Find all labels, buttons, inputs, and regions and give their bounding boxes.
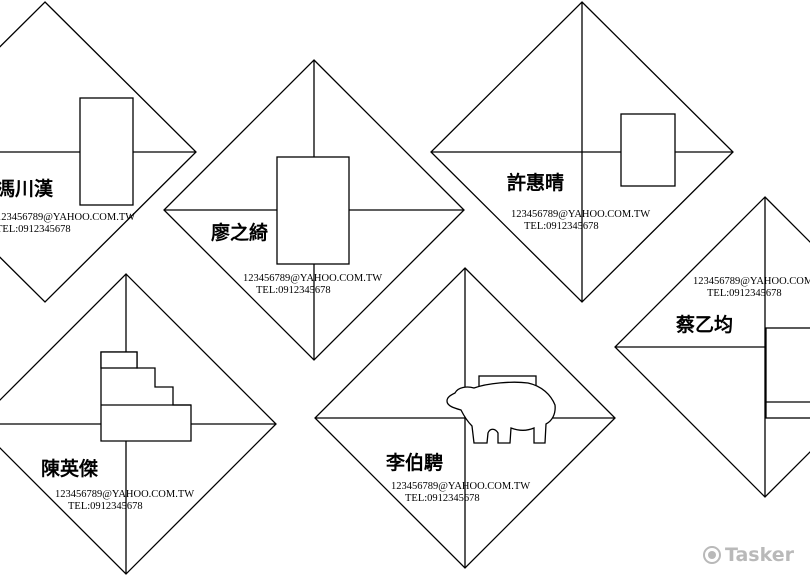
- watermark-text: Tasker: [724, 544, 794, 566]
- card-4-email: 123456789@YAHOO.COM.TW: [693, 276, 810, 287]
- card-5-diamond: [0, 273, 277, 575]
- watermark: Tasker: [702, 544, 794, 566]
- card-1-name: 馮川漢: [0, 177, 54, 200]
- card-1-email: 123456789@YAHOO.COM.TW: [0, 212, 135, 223]
- card-5-email: 123456789@YAHOO.COM.TW: [55, 489, 194, 500]
- card-3-tel: TEL:0912345678: [524, 221, 599, 232]
- card-2-tel: TEL:0912345678: [256, 285, 331, 296]
- card-3-email: 123456789@YAHOO.COM.TW: [511, 209, 650, 220]
- card-5-tel: TEL:0912345678: [68, 501, 143, 512]
- card-6-diamond: [314, 267, 616, 569]
- staircase-icon: [100, 351, 192, 442]
- card-6-email: 123456789@YAHOO.COM.TW: [391, 481, 530, 492]
- card-6-tel: TEL:0912345678: [405, 493, 480, 504]
- card-1-tel: TEL:0912345678: [0, 224, 71, 235]
- card-5-name: 陳英傑: [41, 457, 98, 480]
- card-4-name: 蔡乙均: [676, 313, 733, 336]
- card-4-diamond: [614, 196, 810, 498]
- tasker-logo-icon: [702, 546, 721, 564]
- bear-icon: [446, 375, 556, 444]
- card-2-name: 廖之綺: [211, 221, 268, 244]
- card-2-email: 123456789@YAHOO.COM.TW: [243, 273, 382, 284]
- card-3-name: 許惠晴: [507, 171, 564, 194]
- card-3-diamond: [430, 1, 734, 303]
- card-6-name: 李伯騁: [385, 451, 443, 474]
- card-1-diamond: [0, 1, 197, 303]
- card-2-diamond: [163, 59, 465, 361]
- card-4-tel: TEL:0912345678: [707, 288, 782, 299]
